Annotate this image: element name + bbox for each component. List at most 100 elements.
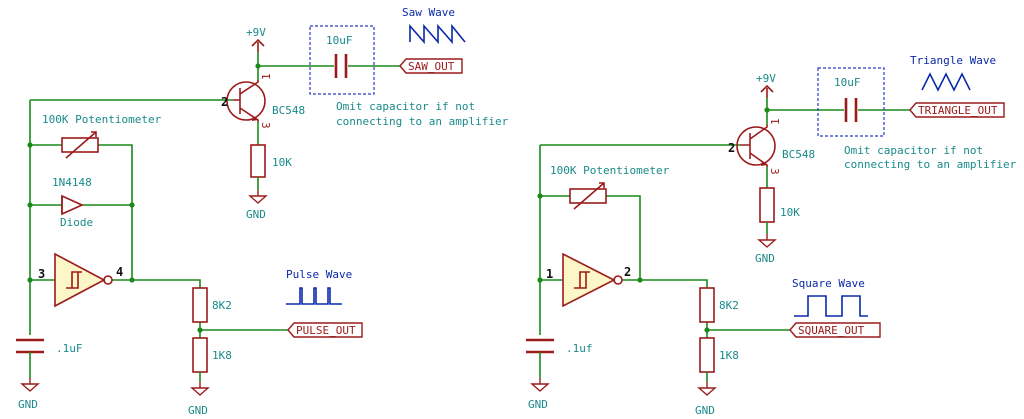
right-inv-out-pin: 2 — [624, 265, 631, 279]
right-pot-label: 100K Potentiometer — [550, 164, 670, 177]
left-diode-label: Diode — [60, 216, 93, 229]
left-potentiometer — [61, 137, 99, 153]
right-tri-out-label: TRIANGLE_OUT — [918, 104, 998, 117]
right-timing-cap-label: .1uf — [566, 342, 593, 355]
right-transistor — [736, 125, 776, 167]
left-pot-arrow — [65, 131, 97, 159]
right-junction — [704, 327, 710, 333]
left-diode — [61, 194, 84, 216]
right-square-out-label: SQUARE_OUT — [798, 324, 865, 337]
right-div-gnd-label: GND — [695, 404, 715, 417]
left-emitter-gnd-label: GND — [246, 208, 266, 221]
right-omit-note-line1: Omit capacitor if not — [844, 144, 983, 157]
left-junction — [129, 277, 135, 283]
left-circuit: +9V 2 1 3 BC548 10uF SAW_OUT Saw Wave Om… — [16, 6, 509, 417]
left-emitter-resistor — [250, 144, 266, 178]
left-inv-in-pin: 3 — [38, 267, 45, 281]
right-div-ground-icon — [697, 382, 717, 396]
left-transistor-pin3: 3 — [259, 122, 272, 129]
right-square-title: Square Wave — [792, 277, 865, 290]
left-div-top-resistor — [192, 287, 208, 323]
right-junction — [637, 277, 643, 283]
right-cap-gnd-label: GND — [528, 398, 548, 411]
right-div-top-wire — [622, 279, 708, 288]
right-transistor-pin3: 3 — [768, 168, 781, 175]
left-transistor-pin2: 2 — [221, 95, 228, 109]
left-omit-note-line1: Omit capacitor if not — [336, 100, 475, 113]
left-transistor-label: BC548 — [272, 104, 305, 117]
left-supply-label: +9V — [246, 26, 266, 39]
left-junction — [27, 142, 33, 148]
right-square-out-flag — [789, 322, 881, 338]
right-div-top-label: 8K2 — [719, 299, 739, 312]
left-inv-out-pin: 4 — [116, 265, 123, 279]
right-junction — [537, 193, 543, 199]
right-transistor-label: BC548 — [782, 148, 815, 161]
right-emitter-ground-icon — [757, 234, 777, 248]
right-div-bottom-label: 1K8 — [719, 349, 739, 362]
left-junction — [27, 277, 33, 283]
square-wave-icon — [794, 295, 868, 317]
left-timing-cap — [16, 338, 44, 354]
right-optional-cap-box — [817, 67, 885, 137]
right-potentiometer — [569, 188, 607, 204]
right-inv-in-pin: 1 — [546, 267, 553, 281]
right-omit-note-line2: connecting to an amplifier — [844, 158, 1017, 171]
right-junction — [537, 277, 543, 283]
right-emitter-resistor-label: 10K — [780, 206, 800, 219]
right-coupling-cap — [844, 98, 858, 122]
left-pulse-out-flag — [287, 322, 363, 338]
right-supply-symbol — [760, 84, 774, 98]
left-cap-ground-icon — [20, 378, 40, 392]
triangle-wave-icon — [921, 72, 971, 92]
left-junction — [27, 202, 33, 208]
left-optional-cap-box — [309, 25, 375, 95]
left-junction — [197, 327, 203, 333]
right-pot-arrow — [573, 182, 605, 210]
left-div-top-wire — [132, 279, 201, 288]
right-cap-ground-icon — [530, 378, 550, 392]
left-cap-gnd-label: GND — [18, 398, 38, 411]
left-timing-cap-label: .1uF — [56, 342, 83, 355]
right-schmitt-inverter — [562, 252, 623, 308]
right-junction — [764, 107, 770, 113]
pulse-wave-icon — [286, 287, 342, 305]
right-div-top-resistor — [699, 287, 715, 323]
left-diode-part: 1N4148 — [52, 176, 92, 189]
right-emitter-resistor — [759, 187, 775, 223]
left-pulse-out-label: PULSE_OUT — [296, 324, 356, 337]
right-tri-out-flag — [909, 102, 1005, 118]
right-supply-label: +9V — [756, 72, 776, 85]
left-schmitt-inverter — [54, 252, 113, 308]
left-omit-note-line2: connecting to an amplifier — [336, 115, 509, 128]
left-junction — [129, 202, 135, 208]
left-div-gnd-label: GND — [188, 404, 208, 417]
right-tri-title: Triangle Wave — [910, 54, 996, 67]
left-saw-out-label: SAW_OUT — [408, 60, 455, 73]
right-transistor-pin1: 1 — [769, 118, 782, 125]
left-cap-value: 10uF — [326, 34, 353, 47]
left-div-ground-icon — [190, 382, 210, 396]
left-saw-title: Saw Wave — [402, 6, 455, 19]
left-junction — [255, 63, 261, 69]
left-pot-label: 100K Potentiometer — [42, 113, 162, 126]
left-supply-symbol — [251, 38, 265, 52]
left-div-bottom-resistor — [192, 337, 208, 373]
right-cap-value: 10uF — [834, 76, 861, 89]
left-transistor-pin1: 1 — [260, 73, 273, 80]
left-div-bottom-label: 1K8 — [212, 349, 232, 362]
right-div-bottom-resistor — [699, 337, 715, 373]
left-coupling-cap — [334, 54, 348, 78]
left-saw-out-flag — [399, 58, 463, 74]
left-pot-wire — [30, 144, 133, 205]
left-emitter-resistor-label: 10K — [272, 156, 292, 169]
right-circuit: +9V 2 1 3 BC548 10uF TRIANGLE_OUT Triang… — [526, 54, 1017, 417]
saw-wave-icon — [409, 23, 466, 45]
left-emitter-ground-icon — [248, 190, 268, 204]
left-transistor — [226, 80, 266, 122]
right-transistor-pin2: 2 — [728, 141, 735, 155]
left-pulse-title: Pulse Wave — [286, 268, 352, 281]
right-timing-cap — [526, 338, 554, 354]
